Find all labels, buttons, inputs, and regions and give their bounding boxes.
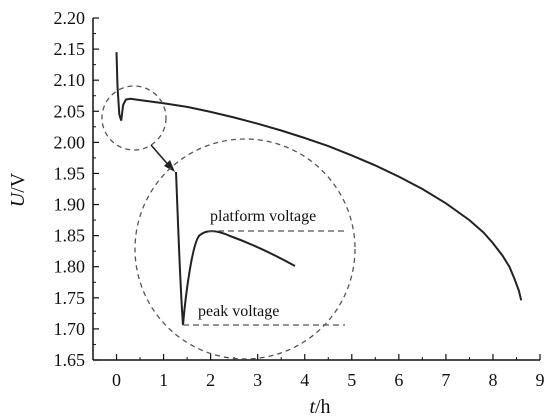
- y-tick-label: 2.15: [54, 39, 86, 59]
- x-tick-label: 4: [300, 370, 309, 390]
- y-tick-label: 1.65: [54, 350, 86, 370]
- zoom-arrow-head: [164, 160, 175, 172]
- y-tick-label: 1.95: [54, 163, 86, 183]
- x-tick-label: 7: [441, 370, 450, 390]
- x-tick-label: 3: [253, 370, 262, 390]
- axes: [92, 17, 541, 361]
- y-tick-label: 1.85: [54, 226, 86, 246]
- x-tick-labels: 0 1 2 3 4 5 6 7 8 9: [112, 370, 544, 390]
- y-axis-title: U/V: [7, 172, 29, 207]
- y-tick-label: 1.75: [54, 288, 86, 308]
- x-tick-label: 5: [347, 370, 356, 390]
- y-tick-label: 1.80: [54, 257, 86, 277]
- x-tick-label: 1: [159, 370, 168, 390]
- zoom-source-circle: [101, 85, 167, 151]
- voltage-curve: [115, 52, 523, 301]
- inset-curve: [175, 171, 296, 326]
- y-tick-labels: 2.20 2.15 2.10 2.05 2.00 1.95 1.90 1.85 1.80 1.75…: [54, 8, 86, 370]
- y-tick-label: 2.10: [54, 70, 86, 90]
- y-tick-label: 1.70: [54, 319, 86, 339]
- y-tick-label: 1.90: [54, 195, 86, 215]
- y-tick-label: 2.20: [54, 8, 86, 28]
- x-tick-label: 8: [488, 370, 497, 390]
- x-tick-label: 6: [394, 370, 403, 390]
- y-tick-label: 2.00: [54, 132, 86, 152]
- y-tick-label: 2.05: [54, 101, 86, 121]
- x-tick-label: 2: [206, 370, 215, 390]
- x-tick-label: 0: [112, 370, 121, 390]
- platform-voltage-label: platform voltage: [210, 208, 316, 225]
- x-axis-title: t/h: [309, 396, 330, 418]
- x-tick-label: 9: [536, 370, 545, 390]
- zoom-inset-circle: [134, 138, 356, 360]
- peak-voltage-label: peak voltage: [198, 303, 279, 320]
